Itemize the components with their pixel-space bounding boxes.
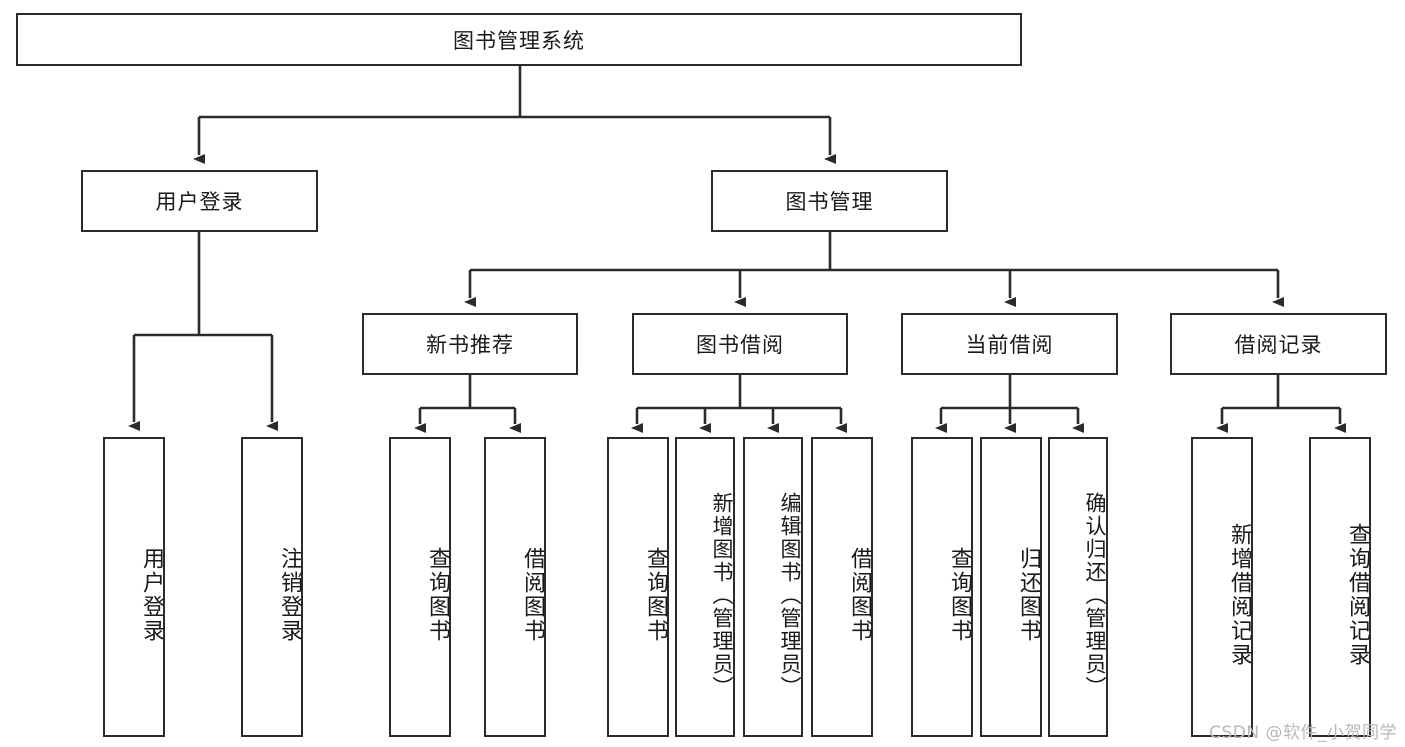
node-borrow-record[interactable]: 借阅记录 — [1170, 313, 1387, 375]
node-root[interactable]: 图书管理系统 — [16, 13, 1022, 66]
leaf-query-book-3-label: 查询图书 — [947, 547, 972, 643]
leaf-logout-login-label: 注销登录 — [277, 547, 302, 643]
leaf-add-record-label: 新增借阅记录 — [1227, 523, 1252, 667]
leaf-edit-book-label: 编辑图书（管理员） — [778, 491, 802, 699]
leaf-query-book-2-label: 查询图书 — [643, 547, 668, 643]
leaf-query-record[interactable]: 查询借阅记录 — [1309, 437, 1371, 737]
leaf-edit-book[interactable]: 编辑图书（管理员） — [743, 437, 803, 737]
leaf-add-record[interactable]: 新增借阅记录 — [1191, 437, 1253, 737]
leaf-query-book-1-label: 查询图书 — [425, 547, 450, 643]
node-book-management[interactable]: 图书管理 — [711, 170, 948, 232]
leaf-user-login[interactable]: 用户登录 — [103, 437, 165, 737]
leaf-confirm-return[interactable]: 确认归还（管理员） — [1048, 437, 1108, 737]
leaf-query-book-2[interactable]: 查询图书 — [607, 437, 669, 737]
node-book-borrow[interactable]: 图书借阅 — [632, 313, 848, 375]
leaf-query-record-label: 查询借阅记录 — [1345, 523, 1370, 667]
leaf-confirm-return-label: 确认归还（管理员） — [1083, 491, 1107, 699]
leaf-query-book-3[interactable]: 查询图书 — [911, 437, 973, 737]
node-root-label: 图书管理系统 — [453, 28, 585, 53]
node-new-book-recommend-label: 新书推荐 — [426, 333, 514, 357]
node-book-borrow-label: 图书借阅 — [696, 333, 784, 357]
leaf-user-login-label: 用户登录 — [139, 547, 164, 643]
leaf-borrow-book-2-label: 借阅图书 — [847, 547, 872, 643]
leaf-query-book-1[interactable]: 查询图书 — [389, 437, 451, 737]
leaf-return-book-label: 归还图书 — [1016, 547, 1041, 643]
node-current-borrow-label: 当前借阅 — [965, 333, 1054, 357]
node-borrow-record-label: 借阅记录 — [1234, 333, 1323, 357]
leaf-borrow-book-1[interactable]: 借阅图书 — [484, 437, 546, 737]
watermark: CSDN @软件_小贺同学 — [1209, 723, 1397, 743]
leaf-add-book-label: 新增图书（管理员） — [710, 491, 734, 699]
node-book-management-label: 图书管理 — [785, 190, 874, 214]
leaf-return-book[interactable]: 归还图书 — [980, 437, 1042, 737]
node-current-borrow[interactable]: 当前借阅 — [901, 313, 1118, 375]
leaf-logout-login[interactable]: 注销登录 — [241, 437, 303, 737]
node-new-book-recommend[interactable]: 新书推荐 — [362, 313, 578, 375]
node-user-login-label: 用户登录 — [155, 190, 244, 214]
leaf-borrow-book-1-label: 借阅图书 — [520, 547, 545, 643]
leaf-add-book[interactable]: 新增图书（管理员） — [675, 437, 735, 737]
node-user-login[interactable]: 用户登录 — [81, 170, 318, 232]
leaf-borrow-book-2[interactable]: 借阅图书 — [811, 437, 873, 737]
